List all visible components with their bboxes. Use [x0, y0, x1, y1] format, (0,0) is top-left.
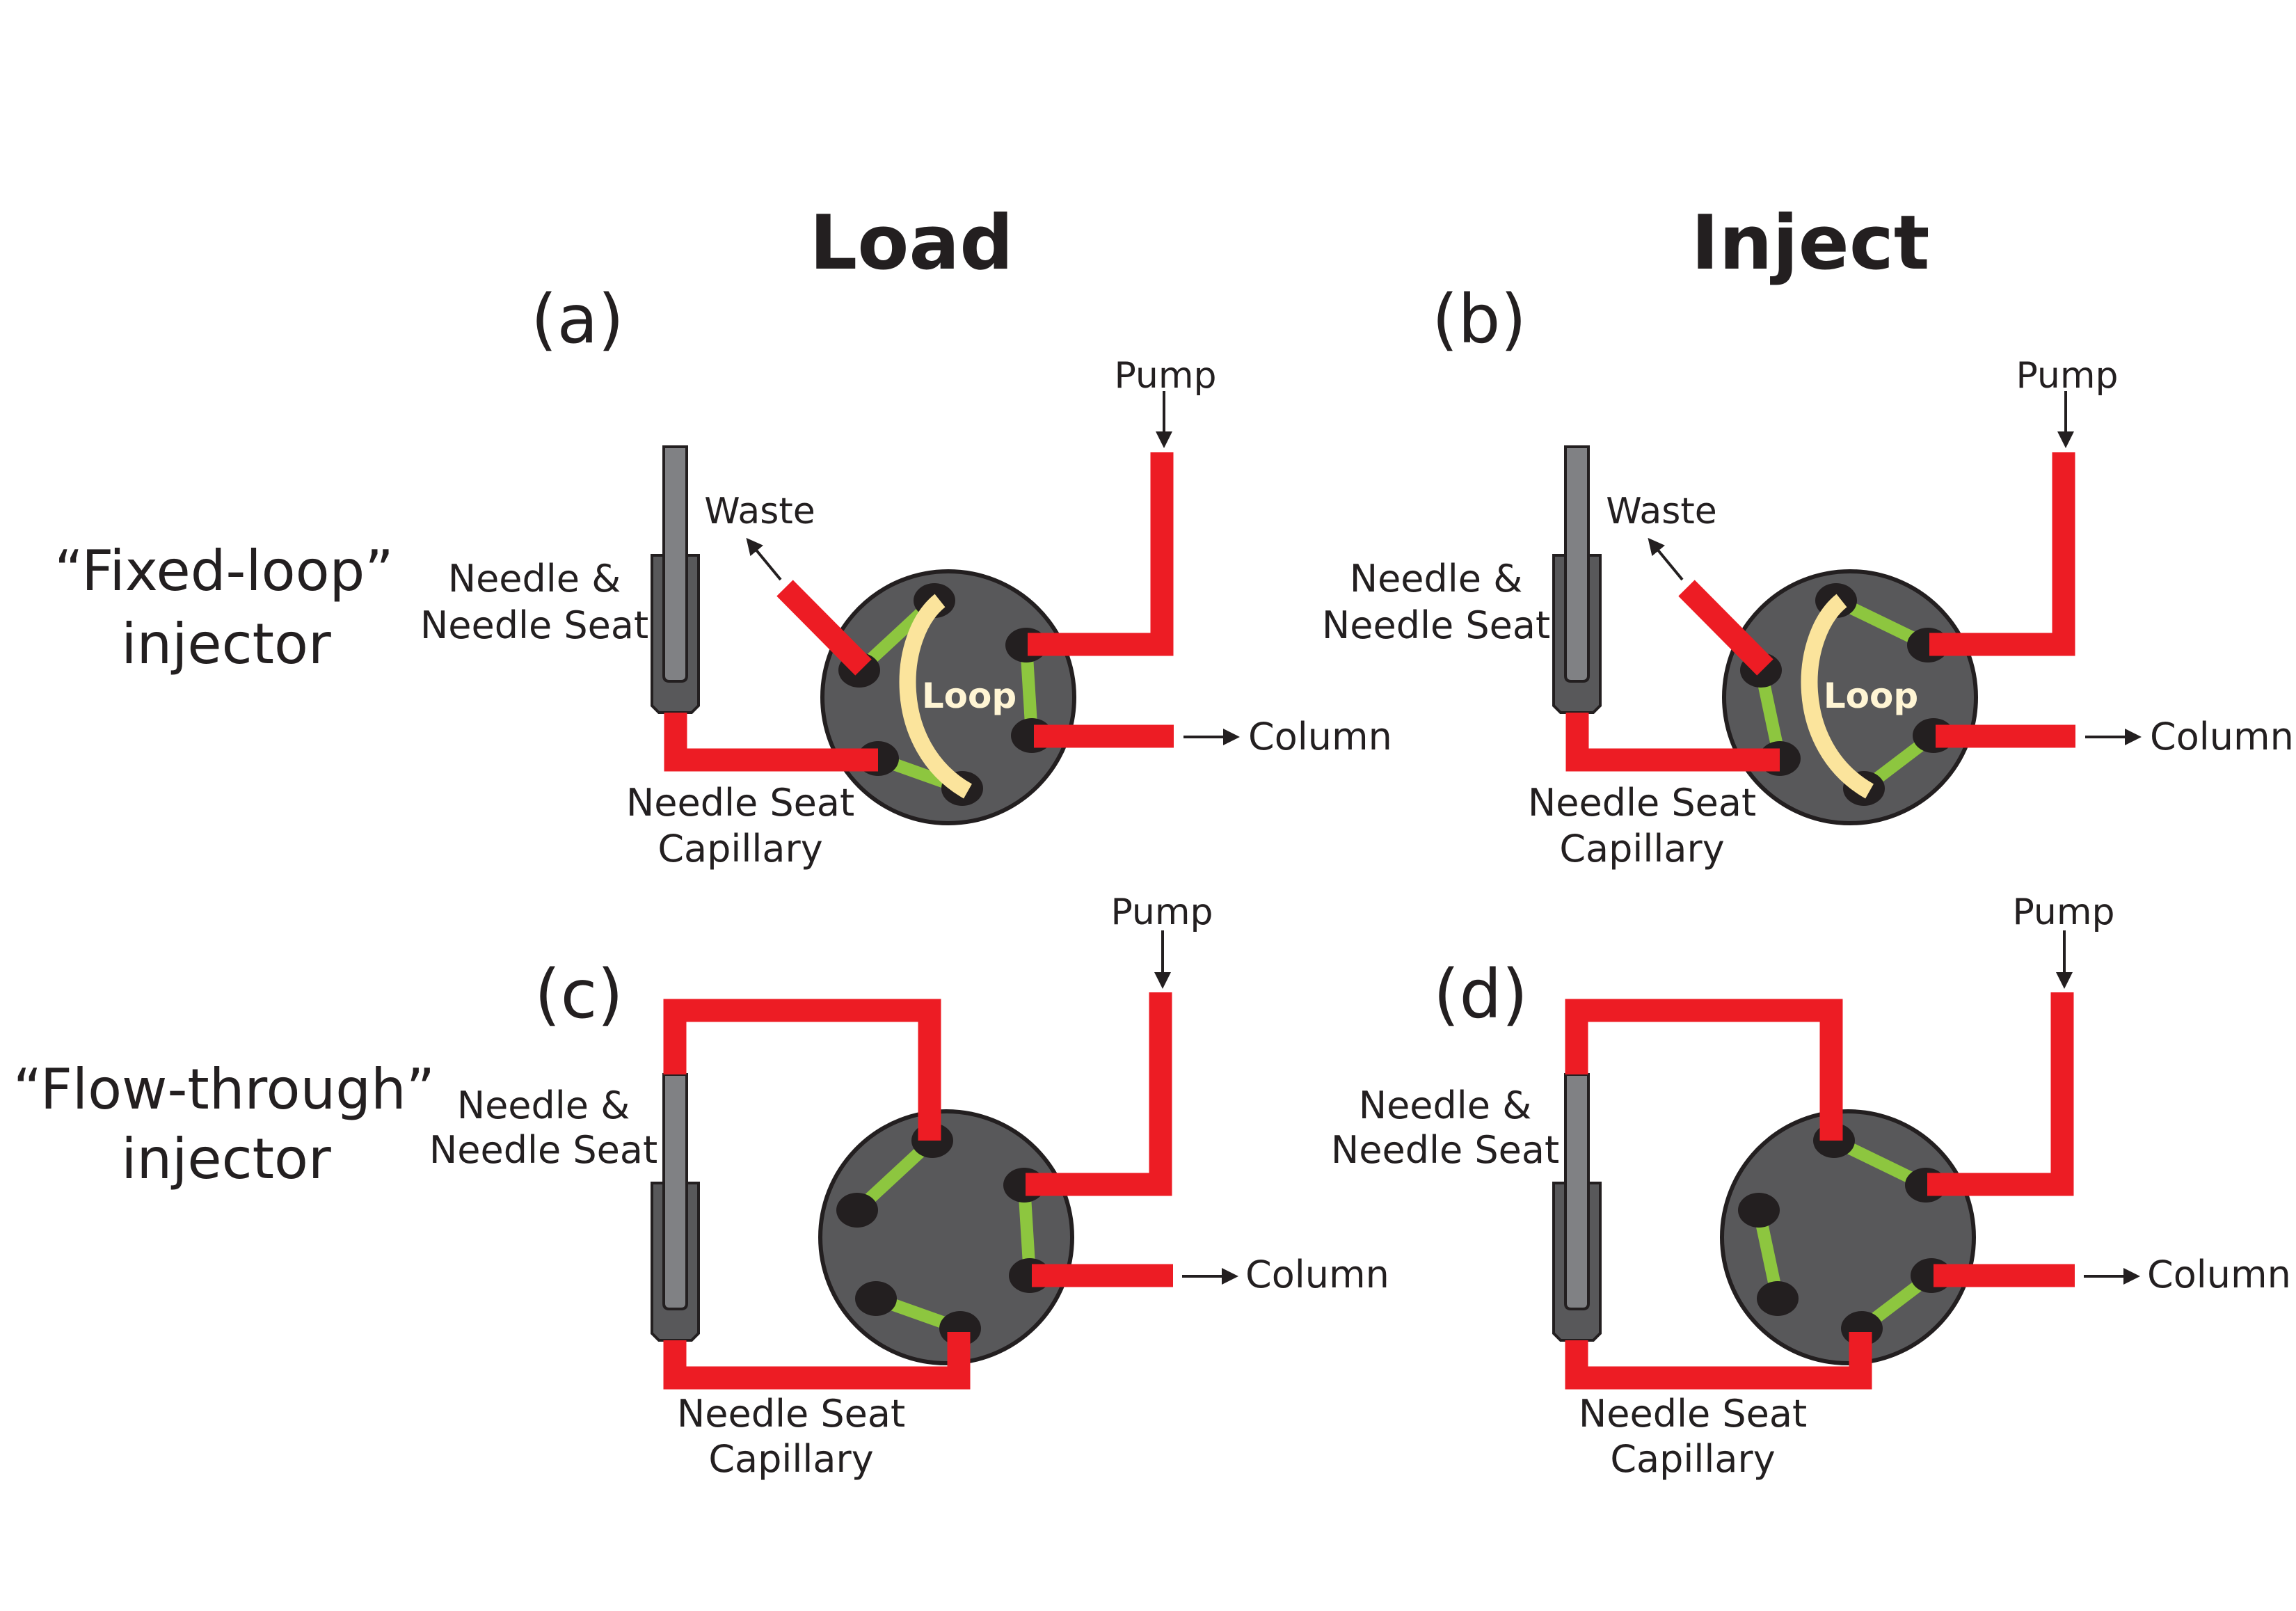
row-label-flow-through: “Flow-through” injector: [13, 1057, 435, 1191]
needle-seat-capillary: [664, 713, 878, 772]
needle: [662, 445, 688, 683]
column-label: Column: [1245, 1253, 1389, 1296]
column-label: Column: [2147, 1253, 2291, 1296]
column-header-load: Load: [809, 200, 1013, 287]
port-upper-left: [836, 1193, 878, 1228]
column-label: Column: [2150, 715, 2294, 759]
sample-loop: [1801, 594, 1874, 799]
panel-tag: (a): [531, 280, 624, 358]
panel-tag: (c): [534, 955, 623, 1033]
column-label: Column: [1248, 715, 1392, 759]
waste-tube: [776, 580, 872, 676]
needle-inlet-tube: [1565, 999, 1843, 1141]
capillary-label-line1: Needle Seat: [677, 1392, 905, 1436]
needle-label-line2: Needle Seat: [420, 603, 648, 647]
row-label-fixed-loop-line1: “Fixed-loop”: [54, 539, 394, 603]
needle-inlet-tube: [663, 999, 941, 1141]
loop-label: Loop: [1824, 676, 1918, 716]
capillary-label-line1: Needle Seat: [1579, 1392, 1807, 1436]
pump-tube: [1929, 452, 2075, 656]
needle-label-line2: Needle Seat: [1322, 603, 1550, 647]
pump-tube: [1026, 992, 1172, 1196]
pump-label: Pump: [1110, 891, 1213, 933]
capillary-label-line2: Capillary: [1559, 827, 1724, 871]
needle-label-line1: Needle &: [1359, 1084, 1532, 1127]
needle: [662, 1073, 688, 1310]
waste-arrow: [1648, 537, 1684, 581]
pump-tube: [1927, 992, 2074, 1196]
needle-seat-capillary: [1565, 1332, 1872, 1390]
panel-tag: (d): [1433, 955, 1528, 1033]
capillary-label-line2: Capillary: [708, 1437, 873, 1481]
capillary-label-line1: Needle Seat: [1528, 781, 1756, 825]
waste-label: Waste: [1606, 491, 1716, 532]
needle-seat-capillary: [1565, 713, 1780, 772]
needle-label-line2: Needle Seat: [429, 1128, 657, 1172]
column-header-inject: Inject: [1691, 200, 1930, 287]
waste-label: Waste: [704, 491, 815, 532]
capillary-label-line1: Needle Seat: [626, 781, 854, 825]
port-upper-left: [1738, 1193, 1780, 1228]
loop-label: Loop: [922, 676, 1017, 716]
needle-label-line1: Needle &: [457, 1084, 630, 1127]
needle-label-line1: Needle &: [1350, 557, 1523, 601]
needle-label-line2: Needle Seat: [1331, 1128, 1559, 1172]
capillary-label-line2: Capillary: [657, 827, 822, 871]
needle: [1564, 445, 1590, 683]
capillary-label-line2: Capillary: [1610, 1437, 1775, 1481]
needle: [1564, 1073, 1590, 1310]
row-label-flow-through-line1: “Flow-through”: [13, 1057, 435, 1122]
port-lower-left: [1757, 1281, 1799, 1316]
pump-label: Pump: [2012, 891, 2114, 933]
row-label-fixed-loop: “Fixed-loop” injector: [54, 539, 394, 676]
row-label-flow-through-line2: injector: [121, 1127, 331, 1191]
waste-tube: [1678, 580, 1773, 676]
sample-loop: [899, 594, 973, 799]
pump-tube: [1028, 452, 1174, 656]
pump-label: Pump: [2016, 355, 2118, 397]
needle-seat-capillary: [663, 1332, 971, 1390]
pump-label: Pump: [1114, 355, 1216, 397]
waste-arrow: [746, 537, 782, 581]
port-lower-left: [855, 1281, 897, 1316]
needle-label-line1: Needle &: [448, 557, 621, 601]
row-label-fixed-loop-line2: injector: [121, 612, 331, 676]
panel-tag: (b): [1432, 280, 1526, 358]
